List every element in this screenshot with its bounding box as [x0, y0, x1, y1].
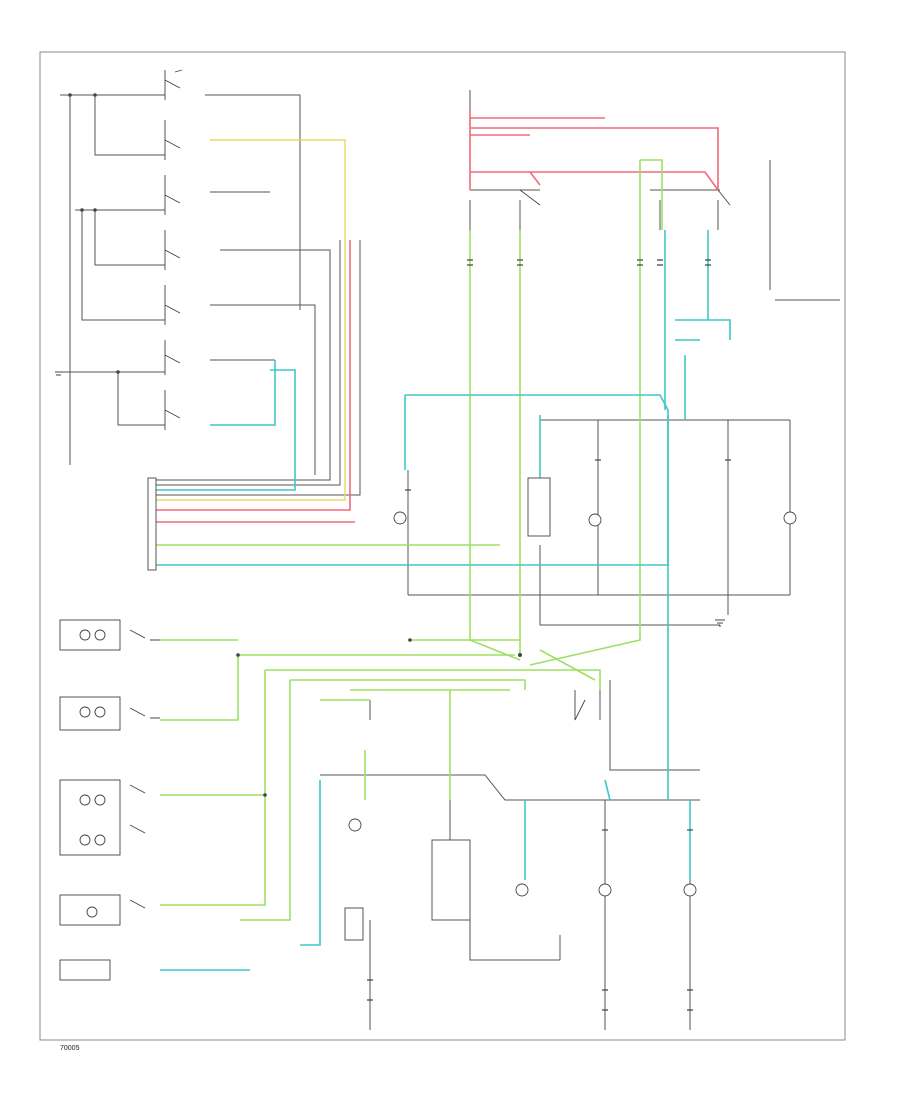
- reading-lamp: [348, 818, 362, 832]
- map-lamp-2: [94, 629, 106, 641]
- cyan-wires: [155, 230, 731, 971]
- ground-symbols: [55, 371, 725, 627]
- courtesy-lamp-3: [783, 511, 797, 525]
- inline-connectors: [367, 259, 731, 1011]
- black-wires: [60, 90, 840, 1030]
- visor-lamp-2: [94, 706, 106, 718]
- courtesy-lamp-2: [588, 513, 602, 527]
- lamps: [79, 511, 797, 918]
- cargo-lamp: [683, 883, 697, 897]
- connector-c1: [147, 477, 157, 571]
- door-ajar-switch: [344, 907, 364, 941]
- door-switches: [164, 69, 183, 430]
- footwell-lamp-right: [598, 883, 612, 897]
- splices: [68, 93, 522, 797]
- visor-lamp-1: [79, 706, 91, 718]
- green-wires: [155, 159, 663, 921]
- overhead-lamp: [86, 906, 98, 918]
- diagram-code: 70005: [60, 1045, 80, 1052]
- red-wires: [155, 110, 719, 523]
- visor-lamp-5: [79, 834, 91, 846]
- lamp-housings: [59, 619, 160, 981]
- visor-lamp-4: [94, 794, 106, 806]
- diagram-frame: [39, 51, 846, 1041]
- visor-lamp-3: [79, 794, 91, 806]
- relay-switches: [519, 189, 731, 721]
- footwell-lamp-left: [515, 883, 529, 897]
- modules: [344, 477, 551, 941]
- courtesy-lamp-1: [393, 511, 407, 525]
- yellow-wires: [155, 139, 346, 501]
- visor-lamp-6: [94, 834, 106, 846]
- map-lamp-1: [79, 629, 91, 641]
- lighting-module: [527, 477, 551, 537]
- relay-module: [431, 839, 471, 921]
